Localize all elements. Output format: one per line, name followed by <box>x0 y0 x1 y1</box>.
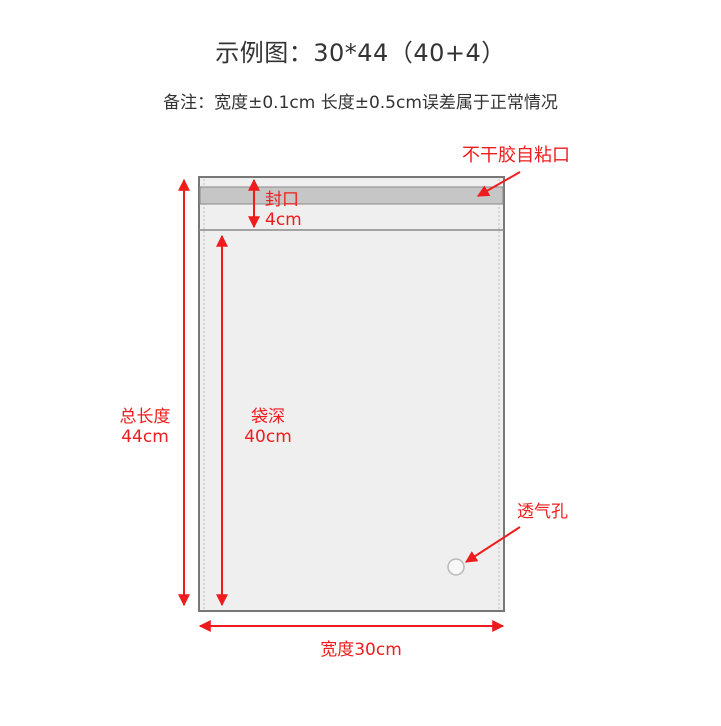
glue-strip-label: 不干胶自粘口 <box>462 145 570 166</box>
page-title: 示例图：30*44（40+4） <box>215 39 506 67</box>
total-length-size-label: 44cm <box>121 427 169 447</box>
bag-outline <box>198 176 505 612</box>
air-hole <box>447 558 465 576</box>
seal-size-label: 4cm <box>265 210 302 230</box>
glue-strip <box>199 186 504 205</box>
air-hole-pointer-arrow <box>464 526 521 563</box>
tolerance-note: 备注：宽度±0.1cm 长度±0.5cm误差属于正常情况 <box>163 93 558 113</box>
total-length-label: 总长度 <box>119 407 171 427</box>
bag-depth-size-label: 40cm <box>244 427 292 447</box>
bag-depth-label: 袋深 <box>251 407 285 427</box>
seal-label: 封口 <box>265 190 299 210</box>
glue-strip-pointer-arrow <box>476 171 521 197</box>
width-label: 宽度30cm <box>320 640 402 660</box>
air-hole-label: 透气孔 <box>517 502 568 522</box>
